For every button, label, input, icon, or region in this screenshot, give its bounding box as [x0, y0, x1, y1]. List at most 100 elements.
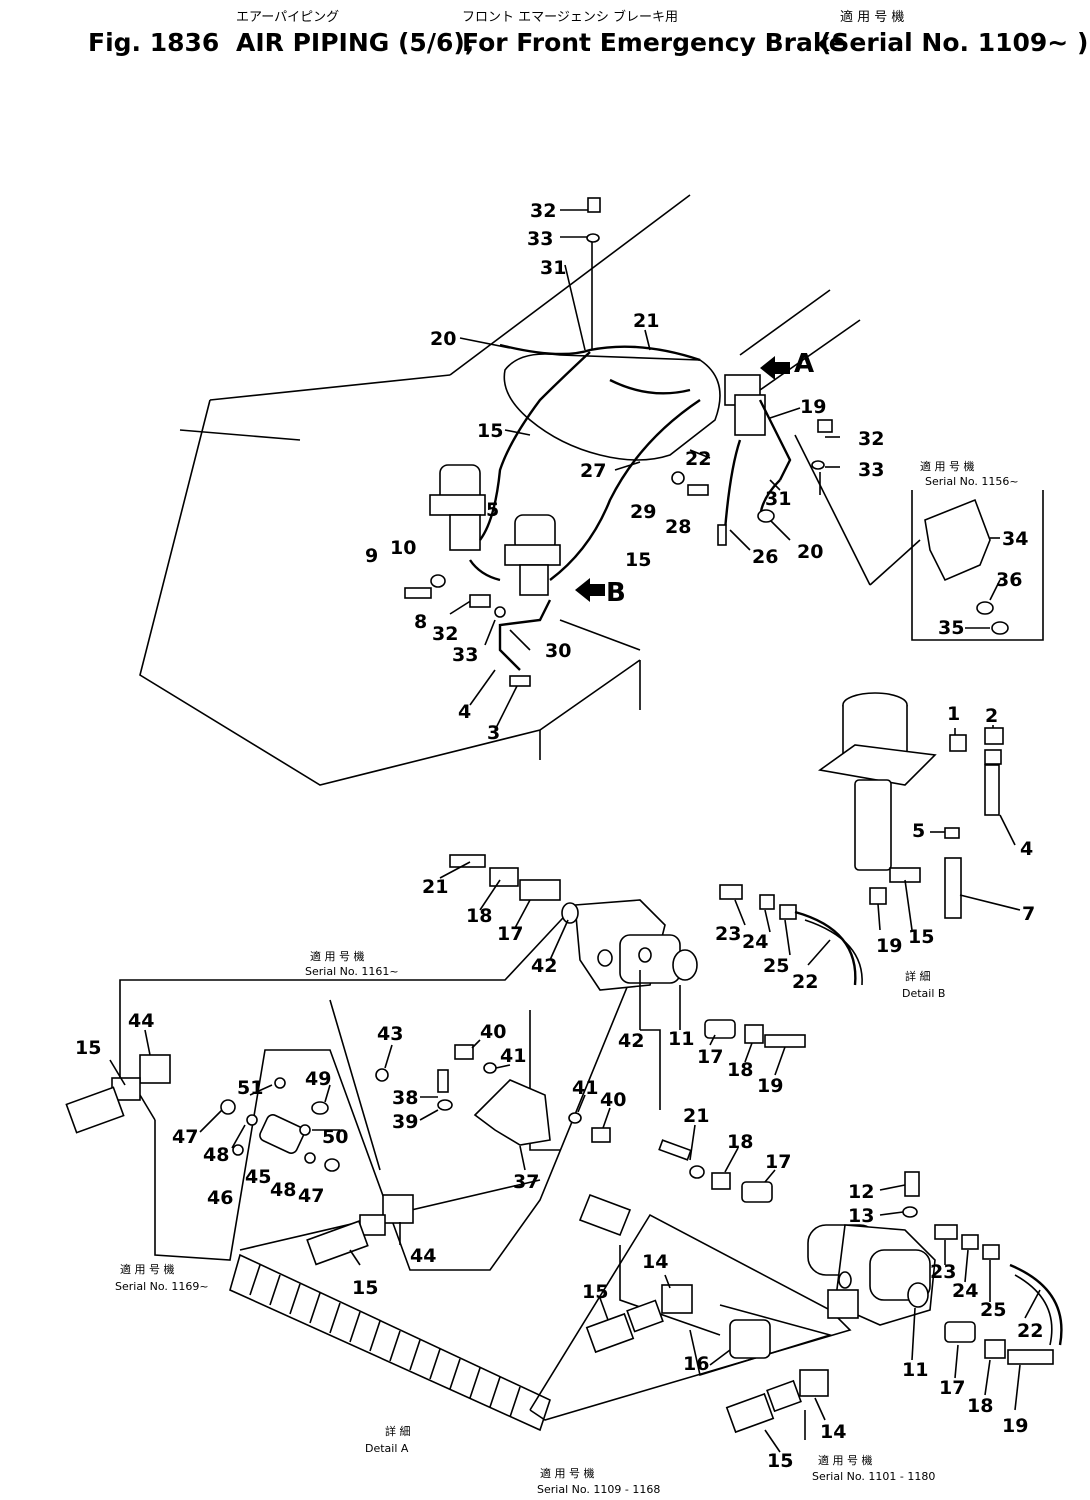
callout: 15	[477, 420, 503, 442]
callout: 15	[625, 549, 651, 571]
serial-japanese: 適 用 号 機	[840, 10, 905, 25]
center-lower-fittings	[658, 1124, 776, 1203]
callout: 38	[392, 1087, 418, 1109]
callout: 36	[996, 569, 1022, 591]
callout: 42	[618, 1030, 644, 1052]
figure-title: AIR PIPING (5/6),	[236, 28, 475, 57]
callout: 22	[1017, 1320, 1043, 1342]
callout: 28	[665, 516, 691, 538]
callout: 27	[580, 460, 606, 482]
callout: 18	[466, 905, 492, 927]
callout: 37	[513, 1171, 539, 1193]
callout: 24	[952, 1280, 978, 1302]
lower-right-assembly: 詳 細 Detail A 適 用 号 機 Serial No. 1109 - 1…	[365, 1171, 1063, 1496]
callout: 21	[633, 310, 659, 332]
callout: 15	[75, 1037, 101, 1059]
callouts-detail-b: 1 2 5 4 7 19 15	[876, 703, 1035, 957]
callout: 18	[967, 1395, 993, 1417]
callout: 19	[876, 935, 902, 957]
callout: 32	[858, 428, 884, 450]
callout: 15	[582, 1281, 608, 1303]
callout: 44	[128, 1010, 154, 1032]
note-jp-detail-a: 詳 細	[385, 1424, 411, 1438]
callout: 22	[792, 971, 818, 993]
callout: 11	[902, 1359, 928, 1381]
detail-b-valve: 詳 細 Detail B	[817, 692, 1021, 1000]
callout: 11	[668, 1028, 694, 1050]
callout: 18	[727, 1059, 753, 1081]
callout: 41	[500, 1045, 526, 1067]
callout: 5	[486, 499, 499, 521]
note-serial-1109-1168: Serial No. 1109 - 1168	[537, 1483, 660, 1496]
callout: 32	[432, 623, 458, 645]
callout: 29	[630, 501, 656, 523]
callout: 45	[245, 1166, 271, 1188]
callout: 5	[912, 820, 925, 842]
note-jp-serial-1: 適 用 号 機	[920, 459, 975, 473]
title-japanese: エアーパイピング	[236, 10, 340, 25]
figure-header: Fig. 1836 エアーパイピング AIR PIPING (5/6), フロン…	[0, 0, 1090, 70]
air-pipes	[469, 343, 792, 671]
callout: 15	[352, 1277, 378, 1299]
callout: 40	[600, 1089, 626, 1111]
callout: 12	[848, 1181, 874, 1203]
callout: 48	[203, 1144, 229, 1166]
callout: 42	[531, 955, 557, 977]
callout: 25	[980, 1299, 1006, 1321]
callout: 14	[642, 1251, 668, 1273]
callout: 23	[715, 923, 741, 945]
note-serial-1161: Serial No. 1161~	[305, 965, 399, 978]
figure-number: Fig. 1836	[88, 28, 220, 57]
note-jp-serial-5: 適 用 号 機	[818, 1453, 873, 1467]
callout: 15	[908, 926, 934, 948]
callout: 40	[480, 1021, 506, 1043]
callout: 2	[985, 705, 998, 727]
callout: 31	[540, 257, 566, 279]
callout: 19	[757, 1075, 783, 1097]
callout: 19	[1002, 1415, 1028, 1437]
callout: 20	[430, 328, 456, 350]
note-jp-serial-3: 適 用 号 機	[120, 1262, 175, 1276]
callout: 17	[765, 1151, 791, 1173]
callout: 7	[1022, 903, 1035, 925]
valve-a	[724, 374, 766, 436]
left-manifold: 適 用 号 機 Serial No. 1169~	[65, 1029, 414, 1293]
callout: 15	[767, 1450, 793, 1472]
serial-range: (Serial No. 1109~ )	[820, 28, 1089, 57]
note-detail-b: Detail B	[902, 987, 945, 1000]
callout: 43	[377, 1023, 403, 1045]
callouts-main: 32 33 31 21 20 15 27 22 29 28 19 32 33 3…	[365, 200, 884, 744]
callout: 8	[414, 611, 427, 633]
callout: 39	[392, 1111, 418, 1133]
callout: 17	[939, 1377, 965, 1399]
callout: 33	[452, 644, 478, 666]
note-serial-1101-1180: Serial No. 1101 - 1180	[812, 1470, 935, 1483]
callout: 24	[742, 931, 768, 953]
note-serial-1169: Serial No. 1169~	[115, 1280, 209, 1293]
callouts-center: 21 18 17 42 23 24 25 22 42 11 17 18 19 4…	[75, 876, 818, 1299]
note-jp-serial-2: 適 用 号 機	[310, 949, 365, 963]
callouts-lower-right: 12 13 23 24 25 22 11 17 18 19 14 15 16 1…	[582, 1181, 1043, 1472]
callout: 9	[365, 545, 378, 567]
callout: 1	[947, 703, 960, 725]
callout: 14	[820, 1421, 846, 1443]
callout: 30	[545, 640, 571, 662]
callout: 47	[298, 1185, 324, 1207]
callout: 35	[938, 617, 964, 639]
callout: 46	[207, 1187, 233, 1209]
bracket-inset: 適 用 号 機 Serial No. 1156~	[911, 459, 1044, 641]
note-jp-detail-b: 詳 細	[905, 969, 931, 983]
callout: 20	[797, 541, 823, 563]
leader-lines-main	[449, 209, 921, 731]
callout: 21	[683, 1105, 709, 1127]
marker-b: B	[575, 578, 626, 608]
callout: 33	[527, 228, 553, 250]
subtitle-japanese: フロント エマージェンシ ブレーキ用	[462, 10, 679, 25]
callout: 32	[530, 200, 556, 222]
machine-frame	[139, 194, 861, 786]
callout: 4	[458, 701, 471, 723]
callout: 31	[765, 488, 791, 510]
callout: 25	[763, 955, 789, 977]
callout: 49	[305, 1068, 331, 1090]
